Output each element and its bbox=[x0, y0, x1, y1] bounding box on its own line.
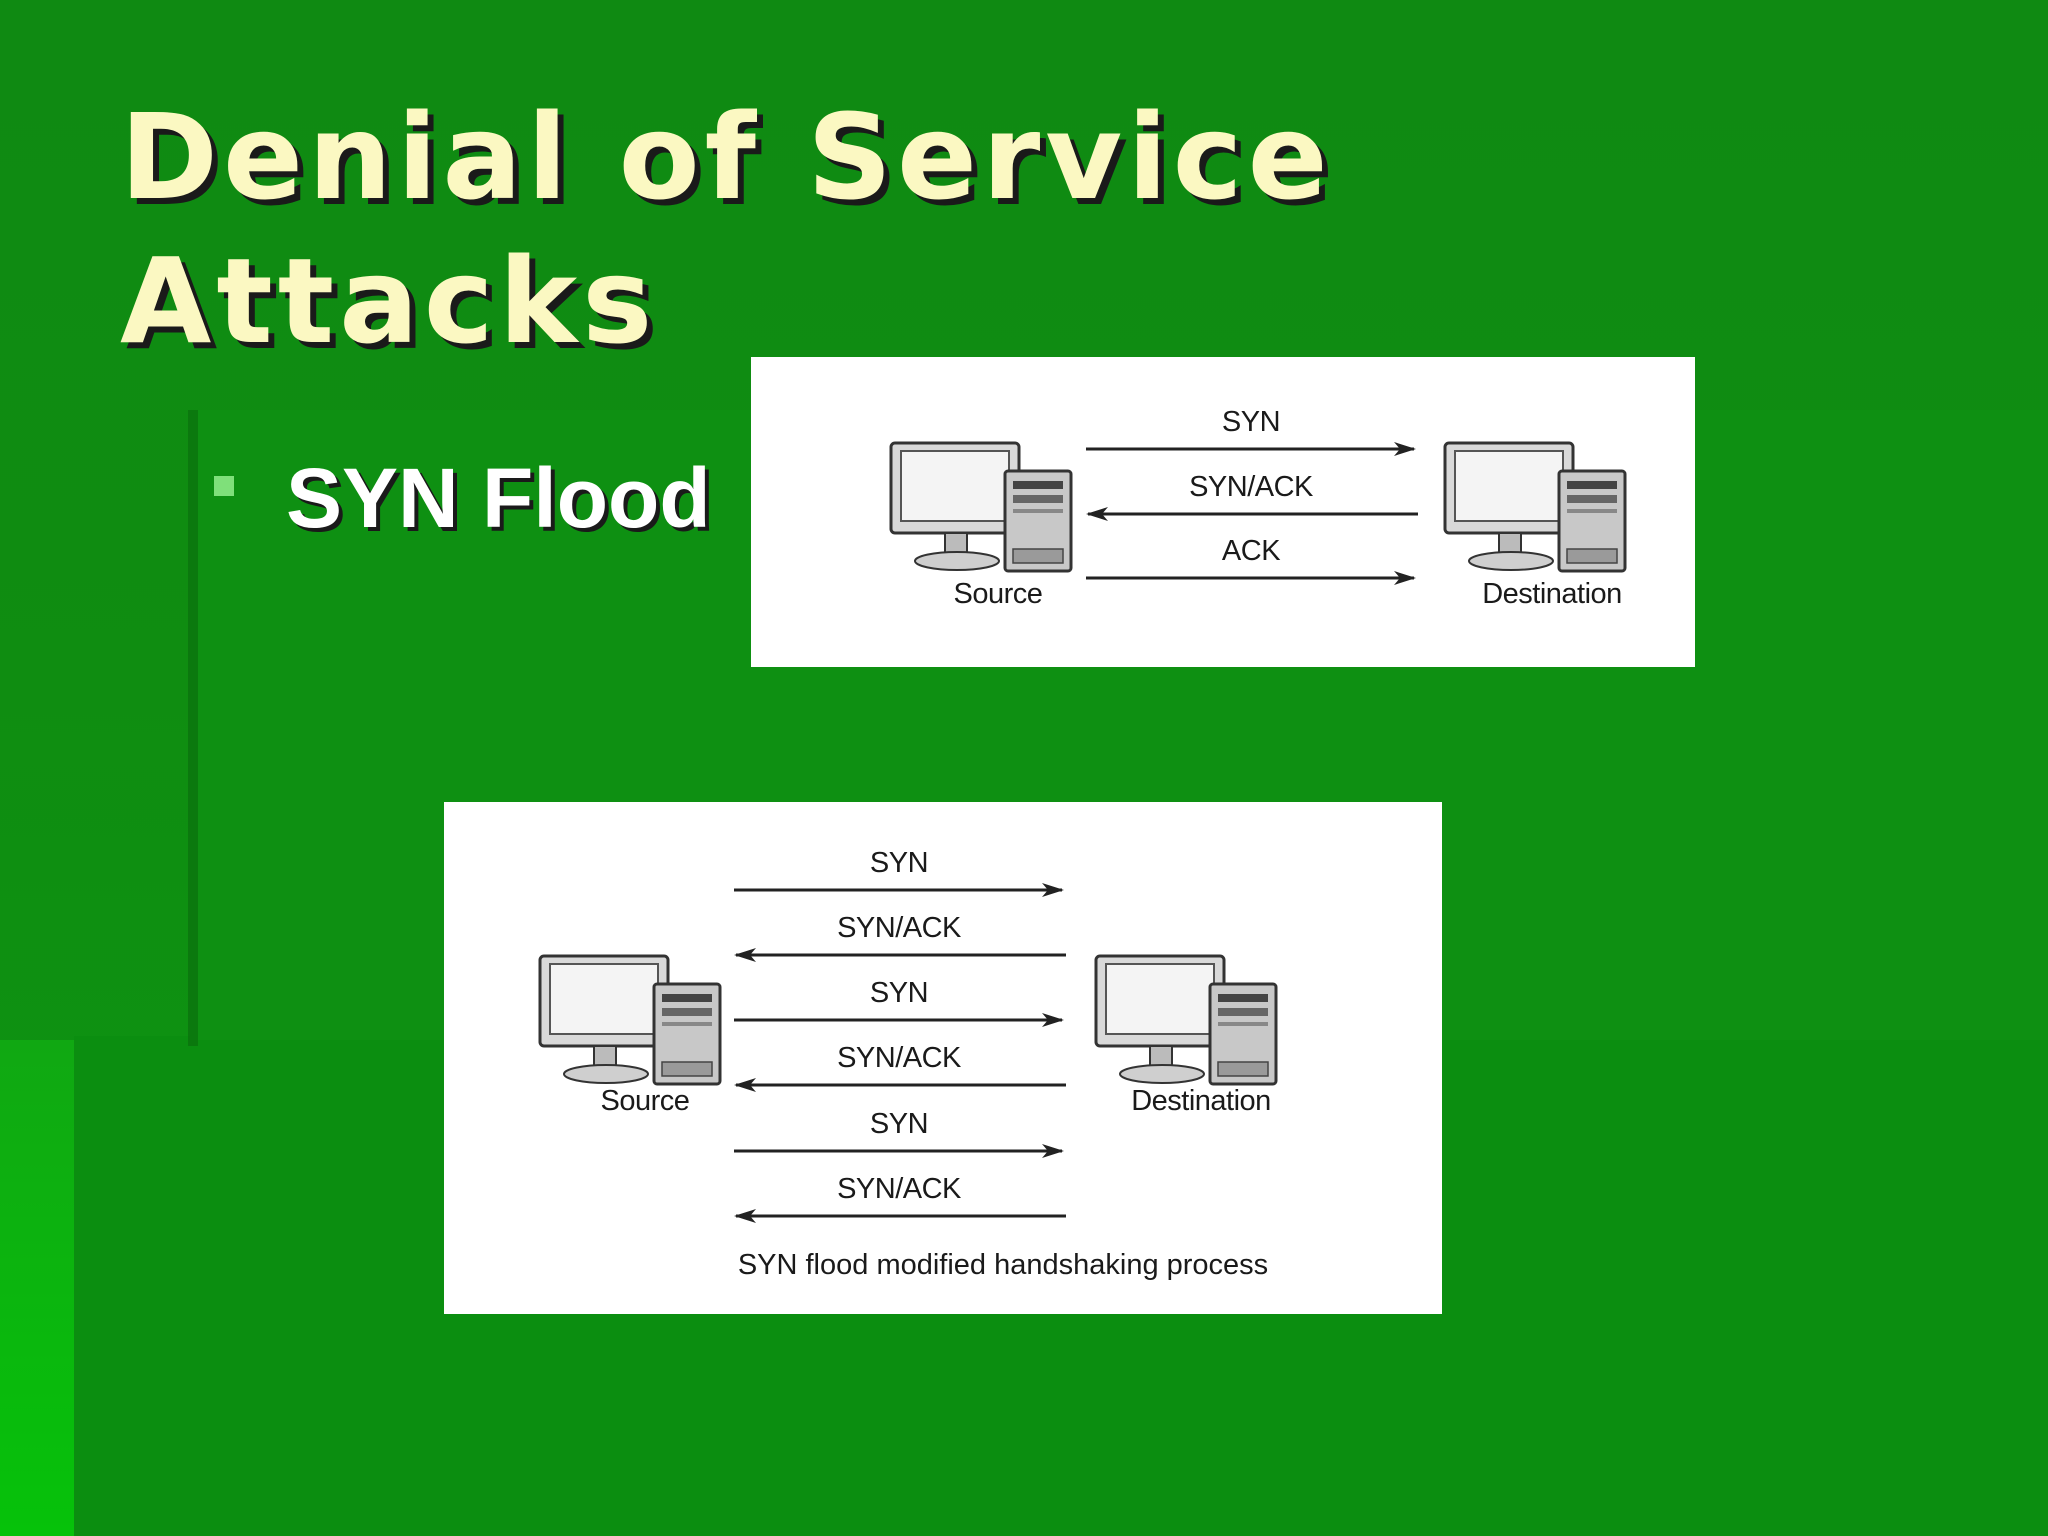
slide-title-line-1: Denial of Service bbox=[120, 88, 1333, 226]
handshake-figure: SYN SYN/ACK ACK Source Destination bbox=[751, 357, 1695, 667]
bullet-marker-icon bbox=[214, 476, 234, 496]
message-label-syn-c: SYN bbox=[869, 1108, 929, 1140]
figure-caption: SYN flood modified handshaking process bbox=[737, 1249, 1269, 1281]
message-label-synack-a: SYN/ACK bbox=[837, 912, 961, 944]
source-label: Source bbox=[953, 578, 1043, 610]
slide-title: Denial of Service Attacks bbox=[120, 82, 1620, 376]
destination-label: Destination bbox=[1482, 578, 1622, 610]
bullet-text: SYN Flood bbox=[286, 451, 711, 545]
message-label-synack-1: SYN/ACK bbox=[1189, 471, 1313, 503]
message-label-synack-c: SYN/ACK bbox=[837, 1173, 961, 1205]
handshake-arrows bbox=[1086, 442, 1418, 585]
slide-title-line-2: Attacks bbox=[120, 232, 658, 370]
destination-label: Destination bbox=[1131, 1085, 1271, 1117]
background-inner-edge bbox=[188, 410, 198, 1046]
message-label-syn-b: SYN bbox=[869, 977, 929, 1009]
message-label-syn-a: SYN bbox=[869, 847, 929, 879]
message-label-synack-b: SYN/ACK bbox=[837, 1042, 961, 1074]
message-label-syn-1: SYN bbox=[1221, 406, 1281, 438]
synflood-arrows bbox=[734, 883, 1066, 1223]
source-label: Source bbox=[600, 1085, 690, 1117]
message-label-ack-1: ACK bbox=[1221, 535, 1281, 567]
background-left-strip bbox=[0, 1040, 74, 1536]
synflood-figure: SYN SYN/ACK SYN SYN/ACK SYN SYN/ACK Sour… bbox=[444, 802, 1442, 1314]
